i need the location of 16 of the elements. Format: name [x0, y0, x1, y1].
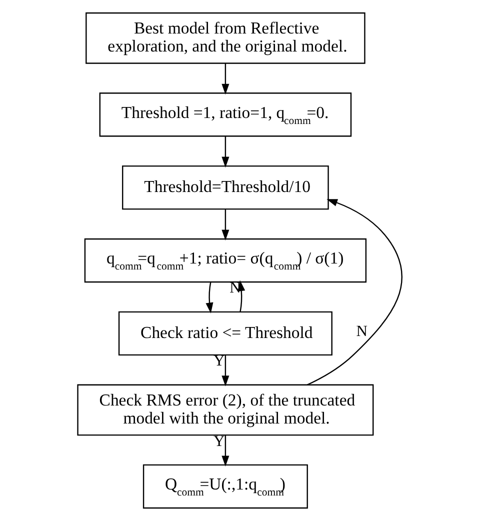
node-box: Check RMS error (2), of the truncated model with the original model.: [76, 384, 374, 436]
arrow: [221, 209, 229, 241]
node-box: Check ratio <= Threshold: [118, 311, 332, 356]
arrow: [221, 435, 229, 466]
arrow: [306, 199, 402, 386]
edge-label: N: [356, 322, 367, 340]
node-box: Threshold =1, ratio=1, q$_{comm}$=0.: [98, 92, 352, 137]
arrow: [205, 282, 213, 314]
arrow: [221, 355, 229, 386]
node-box: Threshold=Threshold/10: [122, 165, 328, 210]
arrow: [221, 64, 229, 95]
node-box: Best model from Reflective exploration, and the original model.: [85, 12, 365, 64]
node-box: q$_{comm}$=q$_{comm}$+1; ratio= σ(q$_{comm}$) / σ(1): [84, 238, 366, 283]
node-box: Q$_{comm}$=U(:,1:q$_{comm}$): [142, 464, 308, 509]
edge-label: Y: [212, 433, 224, 450]
arrow: [221, 136, 229, 168]
